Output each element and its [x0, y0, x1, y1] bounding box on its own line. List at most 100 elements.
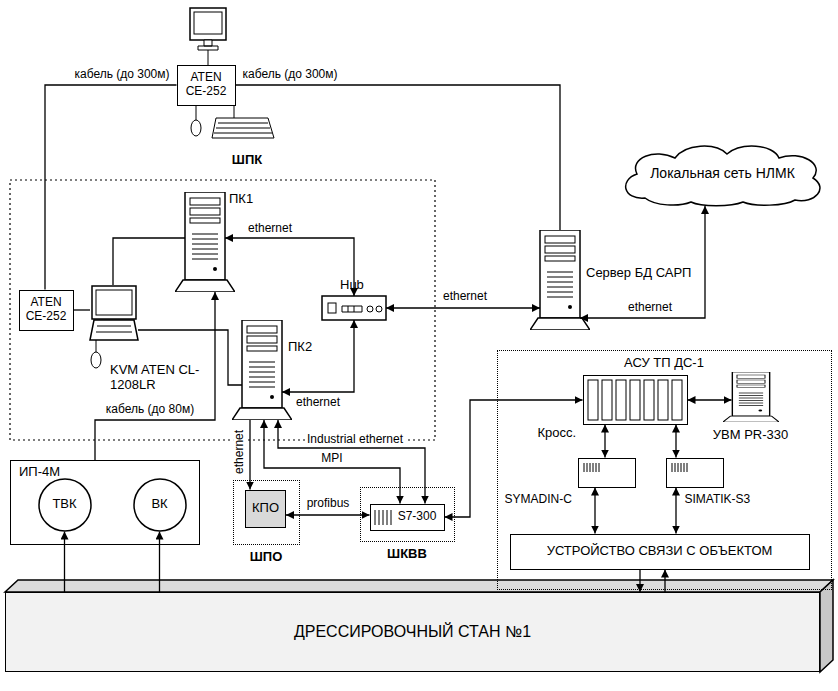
circle-outline — [39, 479, 91, 531]
node-label: SYMADIN-C — [505, 493, 572, 507]
node-text: ATEN CE-252 — [24, 296, 69, 324]
edge-label: ethernet — [246, 222, 294, 236]
laptop — [92, 286, 136, 319]
monitor-keyboard — [198, 40, 218, 50]
pc-tower: ПК1 — [185, 192, 225, 292]
controller: SIMATIK-S3 — [666, 458, 724, 488]
rack-slots — [588, 380, 598, 420]
monitor-keyboard — [214, 123, 272, 133]
edge-label: ethernet — [233, 428, 247, 476]
controller: SYMADIN-C — [578, 458, 636, 488]
hub-icon — [322, 296, 386, 320]
node-text: Локальная сеть НЛМК — [650, 165, 795, 181]
edge-label: MPI — [319, 452, 344, 466]
edge-label: кабель (до 80м) — [104, 403, 196, 417]
connector — [688, 399, 732, 400]
sensor-circle: ВК — [133, 478, 187, 532]
hub-icon — [367, 306, 373, 312]
monitor-keyboard — [190, 8, 226, 40]
node-label: АСУ ТП ДС-1 — [498, 356, 830, 371]
laptop — [90, 286, 138, 368]
node-label: Кросс. — [538, 426, 577, 441]
edge-label: profibus — [305, 497, 352, 511]
hub-icon — [322, 296, 386, 320]
edge-label: Industrial ethernet — [305, 433, 405, 447]
mill-band — [5, 580, 833, 592]
hub-icon — [376, 306, 382, 312]
pc-tower — [723, 372, 779, 422]
cloud-outline — [626, 146, 820, 206]
node-label: ПК1 — [229, 192, 253, 207]
interface-box: УСТРОЙСТВО СВЯЗИ С ОБЪЕКТОМ — [510, 534, 810, 570]
edge-label: ethernet — [626, 301, 674, 315]
control-panel: КПО — [245, 490, 286, 528]
rack-slots — [630, 380, 640, 420]
node-label: ШКВВ — [361, 547, 453, 562]
node-label: ПК2 — [288, 340, 312, 355]
laptop — [90, 320, 138, 340]
device-vents — [584, 463, 599, 472]
rack-slots — [602, 380, 612, 420]
mill-band: ДРЕССИРОВОЧНЫЙ СТАН №1 — [5, 592, 820, 672]
sensor-circle: ТВК — [38, 478, 92, 532]
pc-tower — [175, 192, 779, 422]
connector — [282, 320, 354, 392]
region-outline — [10, 180, 435, 440]
edge-label: ethernet — [441, 290, 489, 304]
rack-slots — [658, 380, 668, 420]
connector — [95, 292, 215, 460]
laptop — [96, 326, 132, 332]
node-label: ИП-4М — [19, 465, 60, 480]
circle-outline — [134, 479, 186, 531]
cabinet: КПОШПО — [233, 480, 300, 545]
connector — [286, 514, 370, 515]
node-label: Сервер БД САРП — [586, 266, 691, 281]
connector — [445, 400, 583, 517]
kvm-laptop: KVM ATEN CL-1208LR — [90, 285, 138, 340]
mill-band — [820, 580, 833, 672]
connector — [278, 420, 425, 504]
device-vents — [375, 463, 687, 525]
connector — [74, 309, 91, 310]
rack-slots — [644, 380, 654, 420]
edge-label: ethernet — [294, 396, 342, 410]
cabinet: S7-300ШКВВ — [360, 487, 455, 542]
device-vents — [375, 510, 391, 525]
node-text: ATEN CE-252 — [182, 71, 231, 99]
connector — [675, 488, 676, 534]
node-label: Hub — [340, 278, 364, 293]
db-server: Сервер БД САРП — [540, 230, 580, 330]
laptop — [91, 352, 101, 368]
monitor-keyboard — [194, 12, 222, 34]
laptop — [96, 290, 132, 315]
connector — [236, 85, 561, 230]
hub-icon — [328, 303, 336, 313]
node-text: ТВК — [52, 497, 76, 512]
connector — [159, 532, 160, 593]
pc-tower — [530, 230, 590, 330]
computer: УВМ PR-330 — [732, 372, 770, 422]
group-label: ШПК — [232, 153, 262, 168]
node-label: УВМ PR-330 — [702, 428, 800, 443]
sensor-group: ТВК ВК ИП-4М — [10, 460, 200, 545]
connector — [113, 238, 185, 285]
node-text: УСТРОЙСТВО СВЯЗИ С ОБЪЕКТОМ — [547, 544, 773, 559]
rack-slots — [672, 380, 682, 420]
connector — [664, 570, 665, 593]
connector — [675, 425, 676, 458]
node-text: ВК — [151, 497, 167, 512]
connector — [580, 206, 705, 318]
node-text: S7-300 — [398, 510, 437, 524]
mill-band — [5, 580, 833, 672]
pc-tower: ПК2 — [242, 320, 282, 420]
connector — [639, 570, 640, 593]
node-label: KVM ATEN CL-1208LR — [110, 363, 205, 393]
region-outline — [10, 180, 435, 440]
node-text: ДРЕССИРОВОЧНЫЙ СТАН №1 — [294, 623, 531, 641]
connector — [604, 425, 605, 458]
monitor-keyboard — [191, 120, 201, 136]
connectors — [45, 85, 732, 592]
